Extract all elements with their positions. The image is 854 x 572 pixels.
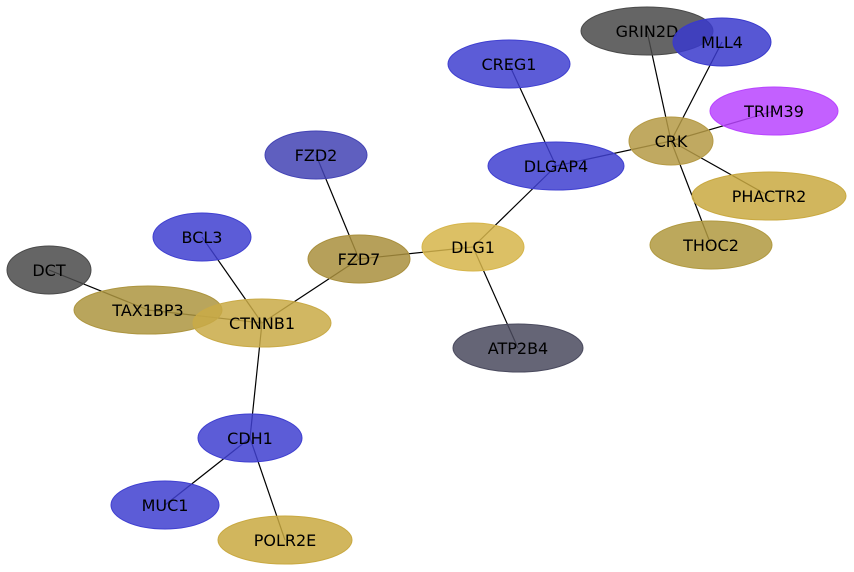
node-shape-thoc2[interactable] [649,220,773,270]
node-label-polr2e: POLR2E [254,531,317,550]
node-dlgap4[interactable]: DLGAP4 [487,141,625,191]
node-phactr2[interactable]: PHACTR2 [691,171,847,221]
node-shape-bcl3[interactable] [152,212,252,262]
node-trim39[interactable]: TRIM39 [709,86,839,136]
node-atp2b4[interactable]: ATP2B4 [452,323,584,373]
node-shape-cdh1[interactable] [197,413,303,463]
node-shape-dlg1[interactable] [421,222,525,272]
node-shape-trim39[interactable] [709,86,839,136]
node-bcl3[interactable]: BCL3 [152,212,252,262]
node-label-dct: DCT [32,261,65,280]
node-shape-polr2e[interactable] [217,515,353,565]
node-shape-dct[interactable] [6,245,92,295]
node-label-atp2b4: ATP2B4 [488,339,548,358]
node-mll4[interactable]: MLL4 [672,17,772,67]
node-label-grin2d: GRIN2D [616,22,679,41]
node-crk[interactable]: CRK [628,116,714,166]
edges-layer [48,30,775,541]
node-label-tax1bp3: TAX1BP3 [111,301,183,320]
node-shape-dlgap4[interactable] [487,141,625,191]
node-creg1[interactable]: CREG1 [447,39,571,89]
node-dct[interactable]: DCT [6,245,92,295]
node-label-phactr2: PHACTR2 [732,187,807,206]
node-label-cdh1: CDH1 [227,429,273,448]
node-tax1bp3[interactable]: TAX1BP3 [73,285,223,335]
node-shape-mll4[interactable] [672,17,772,67]
node-shape-atp2b4[interactable] [452,323,584,373]
node-shape-ctnnb1[interactable] [192,298,332,348]
node-thoc2[interactable]: THOC2 [649,220,773,270]
node-label-fzd2: FZD2 [295,146,338,165]
node-label-dlg1: DLG1 [451,238,495,257]
node-fzd2[interactable]: FZD2 [264,130,368,180]
node-label-bcl3: BCL3 [182,228,223,247]
node-shape-phactr2[interactable] [691,171,847,221]
node-label-mll4: MLL4 [701,33,743,52]
node-shape-creg1[interactable] [447,39,571,89]
node-ctnnb1[interactable]: CTNNB1 [192,298,332,348]
node-label-crk: CRK [655,132,688,151]
node-shape-fzd7[interactable] [307,234,411,284]
node-label-thoc2: THOC2 [682,236,739,255]
node-label-trim39: TRIM39 [743,102,804,121]
node-label-ctnnb1: CTNNB1 [229,314,295,333]
node-shape-muc1[interactable] [110,480,220,530]
node-label-fzd7: FZD7 [338,250,381,269]
node-dlg1[interactable]: DLG1 [421,222,525,272]
node-shape-fzd2[interactable] [264,130,368,180]
node-label-muc1: MUC1 [142,496,189,515]
nodes-layer: GRIN2DMLL4CREG1TRIM39CRKDLGAP4PHACTR2FZD… [6,6,847,565]
node-polr2e[interactable]: POLR2E [217,515,353,565]
node-muc1[interactable]: MUC1 [110,480,220,530]
node-fzd7[interactable]: FZD7 [307,234,411,284]
node-label-creg1: CREG1 [482,55,537,74]
node-shape-crk[interactable] [628,116,714,166]
node-cdh1[interactable]: CDH1 [197,413,303,463]
node-label-dlgap4: DLGAP4 [524,157,588,176]
